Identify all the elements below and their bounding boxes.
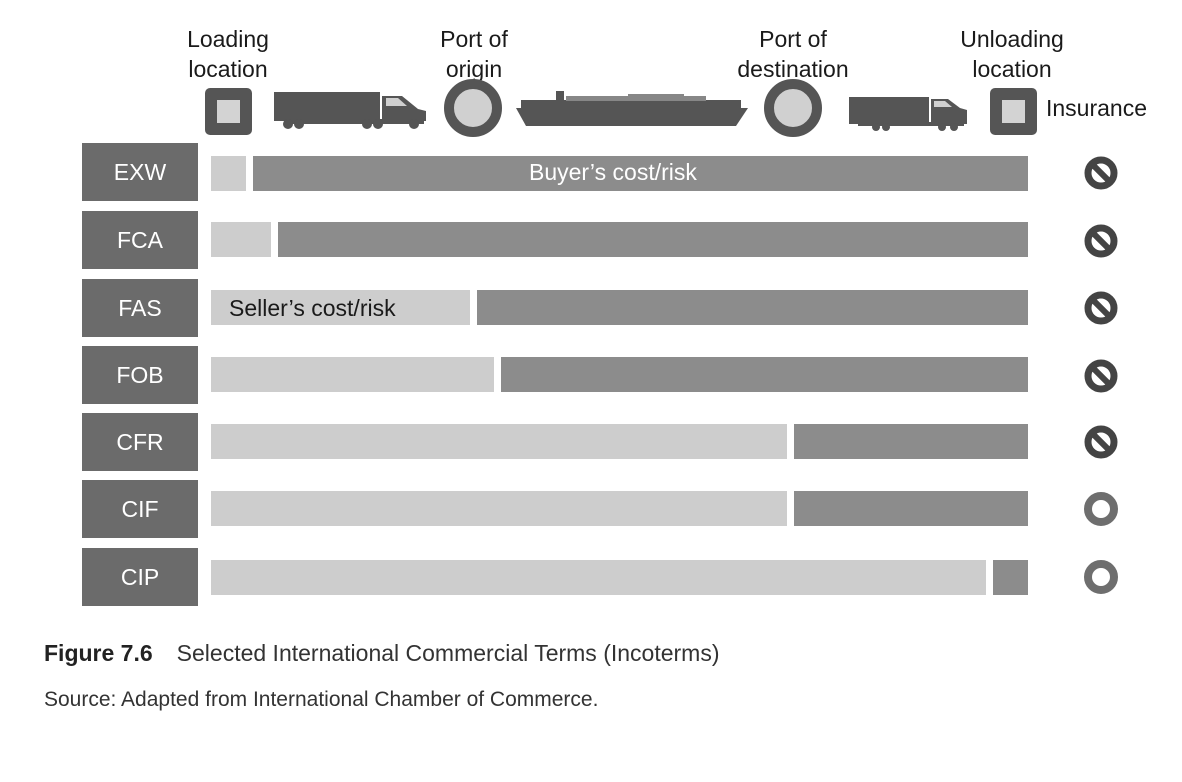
seller-bar xyxy=(211,290,470,325)
no-insurance-icon xyxy=(1084,425,1118,459)
buyer-bar xyxy=(501,357,1028,392)
warehouse-icon xyxy=(205,88,252,135)
no-insurance-icon xyxy=(1084,156,1118,190)
no-insurance-icon xyxy=(1084,224,1118,258)
stage-label-port-of-destination: Port of destination xyxy=(737,26,849,82)
term-label: CIP xyxy=(82,548,198,606)
seller-bar xyxy=(211,491,787,526)
buyer-bar xyxy=(993,560,1028,595)
seller-bar xyxy=(211,560,986,595)
stage-label-unloading-location: Unloading location xyxy=(960,26,1064,82)
term-label: FCA xyxy=(82,211,198,269)
insurance-header: Insurance xyxy=(1046,95,1148,121)
term-label: CFR xyxy=(82,413,198,471)
term-label: CIF xyxy=(82,480,198,538)
port-icon xyxy=(764,79,822,137)
seller-bar xyxy=(211,424,787,459)
truck-icon xyxy=(274,92,426,129)
figure-number: Figure 7.6 xyxy=(44,640,153,666)
buyer-bar xyxy=(253,156,1028,191)
port-icon xyxy=(444,79,502,137)
ship-icon xyxy=(516,91,748,126)
figure-source: Source: Adapted from International Chamb… xyxy=(44,688,599,711)
buyer-bar xyxy=(794,491,1028,526)
no-insurance-icon xyxy=(1084,291,1118,325)
buyer-bar xyxy=(278,222,1028,257)
buyer-bar xyxy=(477,290,1028,325)
buyer-bar xyxy=(794,424,1028,459)
term-label: EXW xyxy=(82,143,198,201)
insurance-icon xyxy=(1084,560,1118,594)
figure-title: Selected International Commercial Terms … xyxy=(176,640,720,666)
stage-label-port-of-origin: Port of origin xyxy=(440,26,508,82)
header-icons xyxy=(205,79,1037,137)
buyer-cost-risk-label: Buyer’s cost/risk xyxy=(529,159,697,185)
warehouse-icon xyxy=(990,88,1037,135)
seller-bar xyxy=(211,357,494,392)
truck-icon xyxy=(849,97,967,131)
seller-bar xyxy=(211,222,271,257)
figure-caption: Figure 7.6 Selected International Commerc… xyxy=(44,640,719,667)
term-label: FOB xyxy=(82,346,198,404)
stage-label-loading-location: Loading location xyxy=(187,26,269,82)
insurance-icon xyxy=(1084,492,1118,526)
seller-bar xyxy=(211,156,246,191)
seller-cost-risk-label: Seller’s cost/risk xyxy=(229,295,396,321)
term-label: FAS xyxy=(82,279,198,337)
no-insurance-icon xyxy=(1084,359,1118,393)
